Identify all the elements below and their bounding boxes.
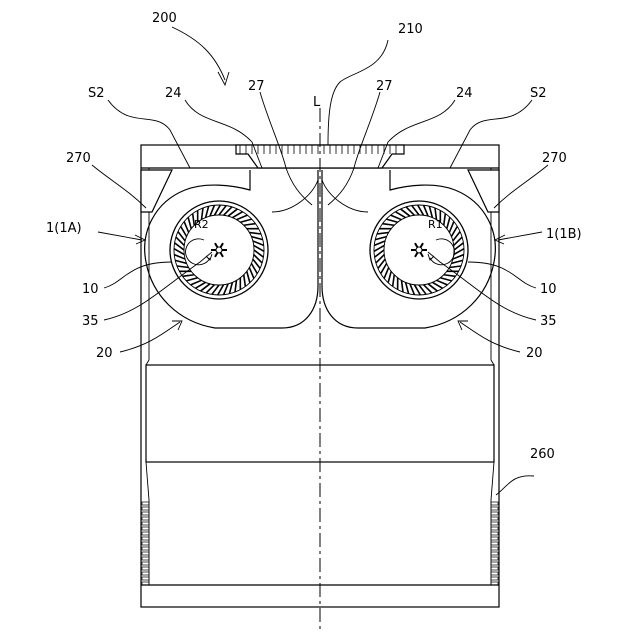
label-fan-left: 1(1A) (46, 221, 82, 236)
side-wall-slats-right (491, 502, 498, 585)
label-casing-left: 20 (96, 346, 113, 361)
label-rotation-right: R1 (428, 218, 443, 231)
label-side-wall: 260 (530, 447, 555, 462)
label-impeller-left: 10 (82, 282, 99, 297)
label-guide-left: 24 (165, 86, 182, 101)
label-guide-right: 24 (456, 86, 473, 101)
label-shaft-left: 35 (82, 314, 99, 329)
label-stopper-left: 270 (66, 151, 91, 166)
label-rib-left: 27 (248, 79, 265, 94)
label-rib-right: 27 (376, 79, 393, 94)
impeller-left (170, 201, 268, 299)
label-rotation-left: R2 (194, 218, 209, 231)
label-axis: L (313, 95, 321, 110)
label-shaft-right: 35 (540, 314, 557, 329)
label-space-right: S2 (530, 86, 547, 101)
label-impeller-right: 10 (540, 282, 557, 297)
label-duct: 210 (398, 22, 423, 37)
side-wall-slats-left (142, 502, 149, 585)
label-casing-right: 20 (526, 346, 543, 361)
label-assembly: 200 (152, 11, 177, 26)
stopper-right (468, 170, 499, 212)
label-stopper-right: 270 (542, 151, 567, 166)
impeller-right (370, 201, 468, 299)
stopper-left (141, 170, 172, 212)
label-space-left: S2 (88, 86, 105, 101)
label-fan-right: 1(1B) (546, 227, 582, 242)
